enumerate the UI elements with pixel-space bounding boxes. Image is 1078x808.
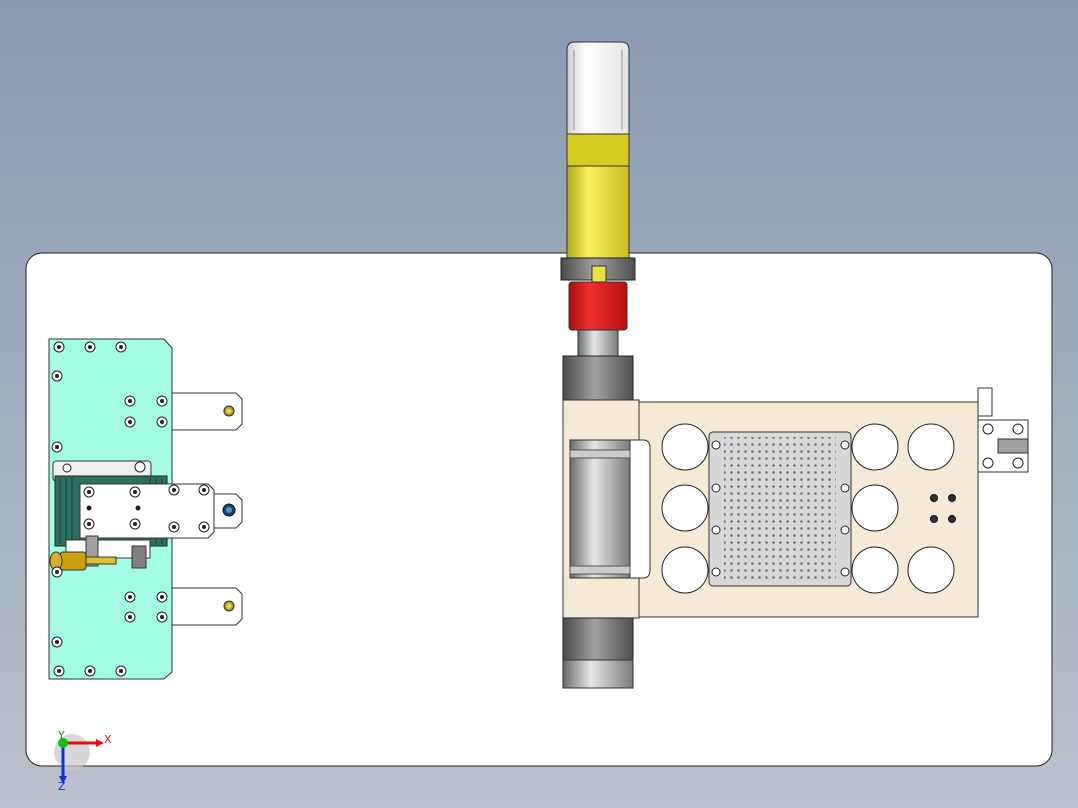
- base-plate[interactable]: [25, 252, 1053, 767]
- upper-bearing-block: [562, 355, 634, 401]
- axis-z-label: Z: [58, 780, 66, 793]
- fixture-screw-centers: [55, 345, 206, 673]
- sieve-screws: [711, 440, 850, 577]
- tray-small-screws: [930, 494, 956, 523]
- motor-flange: [566, 133, 630, 167]
- shaft-collar: [577, 329, 619, 357]
- guide-rod[interactable]: [569, 439, 631, 579]
- lower-bracket[interactable]: [171, 587, 243, 626]
- tray-holes: [661, 423, 955, 594]
- brass-cylinder[interactable]: [566, 165, 630, 259]
- upper-bracket-knob: [223, 405, 235, 417]
- upper-bracket[interactable]: [171, 392, 243, 431]
- left-fixture-assembly[interactable]: [48, 338, 243, 680]
- column-base: [562, 659, 634, 689]
- lower-bearing-block: [562, 617, 634, 661]
- clamp-top-plate[interactable]: [79, 483, 215, 539]
- brass-probe[interactable]: [49, 551, 117, 571]
- lower-bracket-knob: [223, 600, 235, 612]
- sieve-grid: [724, 437, 836, 580]
- orientation-triad: X Y Z: [54, 729, 112, 793]
- tray-assembly[interactable]: [636, 387, 1029, 618]
- axis-y-label: Y: [57, 729, 65, 742]
- motor-housing[interactable]: [566, 41, 630, 135]
- drive-column[interactable]: [560, 41, 651, 689]
- red-coupling[interactable]: [568, 281, 628, 331]
- clamp-stop: [131, 545, 147, 569]
- axis-x-label: X: [104, 733, 112, 746]
